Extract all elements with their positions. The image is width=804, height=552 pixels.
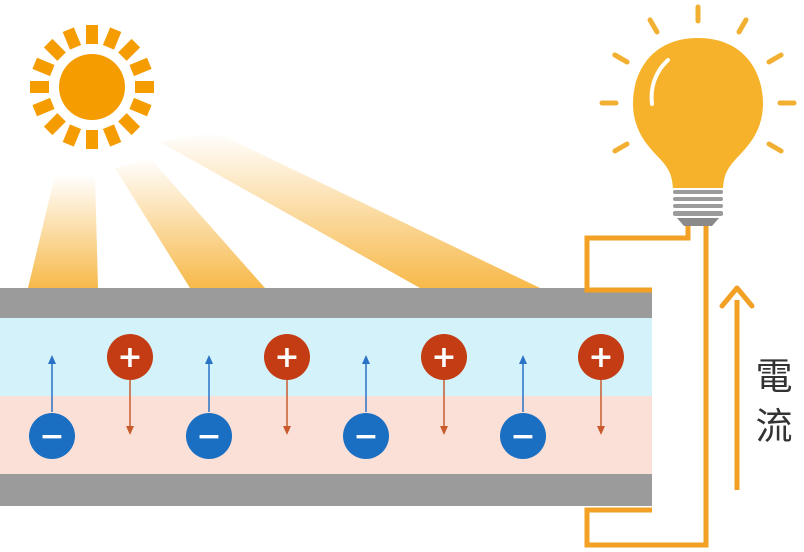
positive-charge [578,334,624,380]
p-type-layer [0,396,652,474]
glow-line [612,141,630,154]
up-arrowhead [48,355,56,364]
bulb-base-3 [673,204,723,208]
sun-disc [59,54,125,120]
sun-ray [30,81,49,93]
sun-ray [118,38,141,61]
sunlight-rays [28,132,540,288]
sun-ray [43,113,66,136]
sun-ray [135,81,154,93]
down-arrowhead [440,426,448,435]
positive-charge [107,334,153,380]
glow-line [766,52,784,65]
glow-line [647,17,660,35]
down-arrowhead [283,426,291,435]
positive-symbol: + [431,340,456,375]
ray-3 [160,132,540,288]
sun-ray [62,124,82,147]
down-arrowhead [126,426,134,435]
up-arrowhead [362,355,370,364]
bulb-base-2 [673,197,723,201]
current-label-char-2: 流 [755,405,793,448]
sun-ray [86,25,98,44]
negative-symbol: − [510,419,535,454]
glow-line [612,52,630,65]
negative-symbol: − [39,419,64,454]
bulb-base-1 [673,190,723,194]
ray-2 [115,158,265,288]
positive-charge [421,334,467,380]
negative-charge [29,413,75,459]
negative-symbol: − [196,419,221,454]
up-arrowhead [519,355,527,364]
bottom-electrode [0,474,652,506]
solar-panel [0,288,652,506]
glow-line [736,17,749,35]
bulb-glass [633,38,763,188]
wire-bottom [584,222,709,548]
sun-ray [129,97,152,117]
wire-top [584,222,691,293]
sun-ray [129,57,152,77]
positive-symbol: + [274,340,299,375]
charge-carriers: + − + − + − + − [29,334,624,459]
glow-line [766,141,784,154]
sun-ray [86,130,98,149]
light-bulb-icon [599,4,797,226]
positive-charge [264,334,310,380]
negative-charge [343,413,389,459]
sun-ray [102,27,122,50]
negative-charge [186,413,232,459]
negative-charge [500,413,546,459]
down-arrowhead [597,426,605,435]
ray-1 [28,175,98,288]
sun-ray [62,27,82,50]
positive-symbol: + [588,340,613,375]
current-label: 電 流 [752,352,796,452]
sun-icon [30,25,154,149]
bulb-tip [677,218,719,226]
circuit-wire [584,222,709,548]
bulb-glow-lines [599,4,797,154]
n-type-layer [0,318,652,396]
bulb-base-4 [673,211,723,216]
sun-ray [32,57,55,77]
sun-ray [32,97,55,117]
sun-ray [118,113,141,136]
current-label-char-1: 電 [755,355,793,398]
bulb-highlight [649,58,670,106]
top-electrode [0,288,652,318]
sun-ray [43,38,66,61]
up-arrowhead [205,355,213,364]
arrow-up-icon [719,285,755,490]
sun-ray [102,124,122,147]
negative-symbol: − [353,419,378,454]
positive-symbol: + [117,340,142,375]
